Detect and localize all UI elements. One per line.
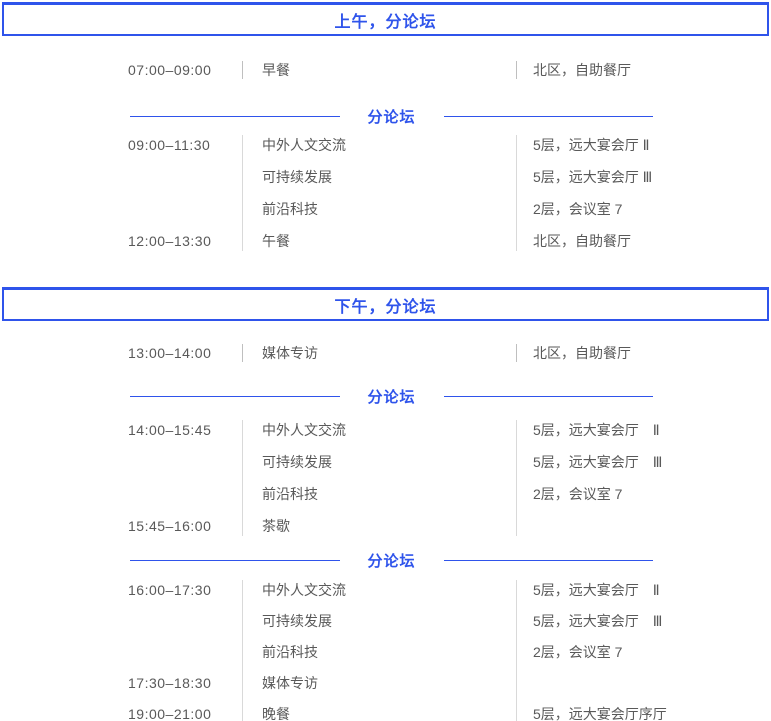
column-divider	[516, 420, 517, 536]
event-cell: 午餐	[262, 233, 290, 249]
event-cell: 媒体专访	[262, 345, 318, 361]
section-header-afternoon: 下午，分论坛	[2, 287, 769, 321]
event-cell: 中外人文交流	[262, 137, 346, 153]
schedule-row: 19:00–21:00 晚餐 5层，远大宴会厅序厅	[0, 698, 771, 721]
divider-line	[130, 395, 340, 397]
location-cell: 北区，自助餐厅	[533, 345, 631, 361]
location-cell: 5层，远大宴会厅 Ⅱ	[533, 581, 660, 598]
location-cell: 2层，会议室 7	[533, 643, 623, 660]
schedule-row: 16:00–17:30 中外人文交流 5层，远大宴会厅 Ⅱ	[0, 574, 771, 605]
time-cell: 14:00–15:45	[128, 422, 212, 438]
event-cell: 可持续发展	[262, 454, 332, 470]
location-cell: 北区，自助餐厅	[533, 233, 631, 249]
schedule-row: 前沿科技 2层，会议室 7	[0, 478, 771, 510]
schedule-row: 可持续发展 5层，远大宴会厅 Ⅲ	[0, 605, 771, 636]
time-cell: 16:00–17:30	[128, 581, 212, 598]
column-divider	[242, 61, 243, 79]
time-cell: 13:00–14:00	[128, 345, 212, 361]
event-cell: 早餐	[262, 62, 290, 78]
column-divider	[242, 344, 243, 362]
divider-label: 分论坛	[367, 108, 416, 126]
schedule-row: 15:45–16:00 茶歇	[0, 510, 771, 542]
event-cell: 可持续发展	[262, 612, 332, 629]
schedule-row: 17:30–18:30 媒体专访	[0, 667, 771, 698]
event-cell: 前沿科技	[262, 201, 318, 217]
divider-line	[443, 115, 654, 117]
time-cell: 15:45–16:00	[128, 518, 212, 534]
column-divider	[516, 344, 517, 362]
event-cell: 媒体专访	[262, 674, 318, 691]
event-cell: 晚餐	[262, 705, 290, 721]
forum-divider: 分论坛	[0, 100, 771, 132]
schedule-block: 09:00–11:30 中外人文交流 5层，远大宴会厅 Ⅱ 可持续发展 5层，远…	[0, 129, 771, 257]
divider-label: 分论坛	[367, 388, 416, 406]
time-cell: 19:00–21:00	[128, 705, 212, 721]
location-cell: 5层，远大宴会厅 Ⅱ	[533, 137, 650, 153]
location-cell: 5层，远大宴会厅 Ⅲ	[533, 169, 653, 185]
schedule-block: 16:00–17:30 中外人文交流 5层，远大宴会厅 Ⅱ 可持续发展 5层，远…	[0, 574, 771, 721]
location-cell: 2层，会议室 7	[533, 486, 623, 502]
column-divider	[516, 580, 517, 721]
location-cell: 5层，远大宴会厅 Ⅱ	[533, 422, 660, 438]
divider-line	[130, 115, 340, 117]
location-cell: 北区，自助餐厅	[533, 62, 631, 78]
divider-line	[443, 395, 654, 397]
forum-divider: 分论坛	[0, 544, 771, 576]
divider-line	[443, 559, 654, 561]
divider-label: 分论坛	[367, 552, 416, 570]
column-divider	[516, 61, 517, 79]
event-cell: 前沿科技	[262, 486, 318, 502]
time-cell: 07:00–09:00	[128, 62, 212, 78]
schedule-row: 07:00–09:00 早餐 北区，自助餐厅	[0, 54, 771, 86]
schedule-row: 可持续发展 5层，远大宴会厅 Ⅲ	[0, 446, 771, 478]
section-header-title: 上午，分论坛	[334, 13, 437, 31]
schedule-block: 13:00–14:00 媒体专访 北区，自助餐厅	[0, 337, 771, 369]
schedule-row: 12:00–13:30 午餐 北区，自助餐厅	[0, 225, 771, 257]
schedule-block: 07:00–09:00 早餐 北区，自助餐厅	[0, 54, 771, 86]
time-cell: 17:30–18:30	[128, 674, 212, 691]
schedule-row: 前沿科技 2层，会议室 7	[0, 636, 771, 667]
schedule-row: 09:00–11:30 中外人文交流 5层，远大宴会厅 Ⅱ	[0, 129, 771, 161]
location-cell: 5层，远大宴会厅 Ⅲ	[533, 454, 663, 470]
section-header-morning: 上午，分论坛	[2, 2, 769, 36]
schedule-row: 可持续发展 5层，远大宴会厅 Ⅲ	[0, 161, 771, 193]
location-cell: 5层，远大宴会厅 Ⅲ	[533, 612, 663, 629]
schedule-row: 13:00–14:00 媒体专访 北区，自助餐厅	[0, 337, 771, 369]
schedule-row: 前沿科技 2层，会议室 7	[0, 193, 771, 225]
event-cell: 可持续发展	[262, 169, 332, 185]
location-cell: 2层，会议室 7	[533, 201, 623, 217]
forum-divider: 分论坛	[0, 380, 771, 412]
location-cell: 5层，远大宴会厅序厅	[533, 705, 667, 721]
column-divider	[242, 420, 243, 536]
schedule-block: 14:00–15:45 中外人文交流 5层，远大宴会厅 Ⅱ 可持续发展 5层，远…	[0, 414, 771, 542]
event-cell: 中外人文交流	[262, 422, 346, 438]
divider-line	[130, 559, 340, 561]
event-cell: 茶歇	[262, 518, 290, 534]
column-divider	[242, 135, 243, 251]
time-cell: 12:00–13:30	[128, 233, 212, 249]
column-divider	[242, 580, 243, 721]
event-cell: 前沿科技	[262, 643, 318, 660]
time-cell: 09:00–11:30	[128, 137, 211, 153]
schedule-row: 14:00–15:45 中外人文交流 5层，远大宴会厅 Ⅱ	[0, 414, 771, 446]
column-divider	[516, 135, 517, 251]
section-header-title: 下午，分论坛	[334, 298, 437, 316]
event-cell: 中外人文交流	[262, 581, 346, 598]
